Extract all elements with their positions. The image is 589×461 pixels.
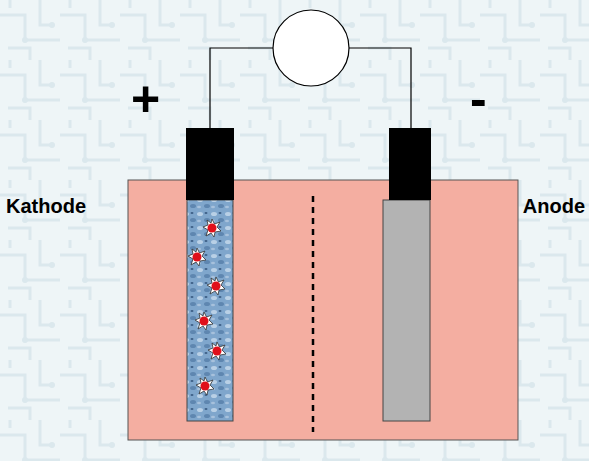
separator [312, 196, 315, 432]
electrode-label: Anode [523, 196, 585, 216]
polarity-sign: + [131, 74, 160, 124]
ion [196, 377, 214, 395]
polarity-sign: - [470, 74, 487, 124]
electrode-label: Kathode [6, 196, 86, 216]
meter-symbol [273, 10, 349, 86]
ion [195, 312, 213, 330]
anode-terminal [389, 128, 431, 200]
cathode-terminal [186, 128, 234, 200]
ion [207, 277, 225, 295]
electrolyte [128, 180, 518, 440]
ion [188, 248, 206, 266]
cathode-electrode [187, 200, 233, 421]
ion [203, 219, 221, 237]
anode-electrode [383, 200, 430, 421]
ion [208, 342, 226, 360]
